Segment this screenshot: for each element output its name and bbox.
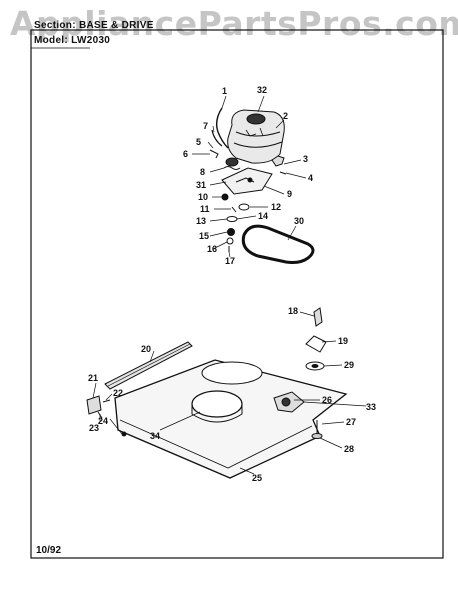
model-label: Model: [34,35,69,46]
section-line: Section: BASE & DRIVE [34,20,154,31]
base-assembly [86,307,348,479]
callout-15: 15 [199,231,209,241]
callout-23: 23 [89,423,99,433]
callout-24: 24 [98,416,108,426]
section-value: BASE & DRIVE [78,20,154,31]
model-value: LW2030 [71,35,111,46]
callout-numbers: 1 2 3 4 5 6 7 8 9 10 11 12 13 14 15 16 1… [88,85,376,483]
callout-9: 9 [287,189,292,199]
callout-13: 13 [196,216,206,226]
callout-4: 4 [308,173,313,183]
callout-32: 32 [257,85,267,95]
callout-6: 6 [183,149,188,159]
motor-assembly [209,107,287,252]
callout-30: 30 [294,216,304,226]
frame-border [30,29,444,559]
callout-19: 19 [338,336,348,346]
leader-lines [92,95,367,475]
drive-belt [241,224,315,264]
callout-27: 27 [346,417,356,427]
callout-5: 5 [196,137,201,147]
callout-31: 31 [196,180,206,190]
callout-7: 7 [203,121,208,131]
model-line: Model: LW2030 [34,35,110,46]
callout-3: 3 [303,154,308,164]
callout-14: 14 [258,211,268,221]
callout-8: 8 [200,167,205,177]
callout-17: 17 [225,256,235,266]
revision-date: 10/92 [36,545,62,556]
callout-20: 20 [141,344,151,354]
callout-2: 2 [283,111,288,121]
callout-18: 18 [288,306,298,316]
callout-34: 34 [150,431,160,441]
callout-21: 21 [88,373,98,383]
callout-28: 28 [344,444,354,454]
callout-22: 22 [113,388,123,398]
callout-16: 16 [207,244,217,254]
callout-33: 33 [366,402,376,412]
callout-26: 26 [322,395,332,405]
section-label: Section: [34,20,76,31]
callout-10: 10 [198,192,208,202]
callout-11: 11 [200,204,210,214]
callout-12: 12 [271,202,281,212]
callout-29: 29 [344,360,354,370]
callout-1: 1 [222,86,227,96]
callout-25: 25 [252,473,262,483]
